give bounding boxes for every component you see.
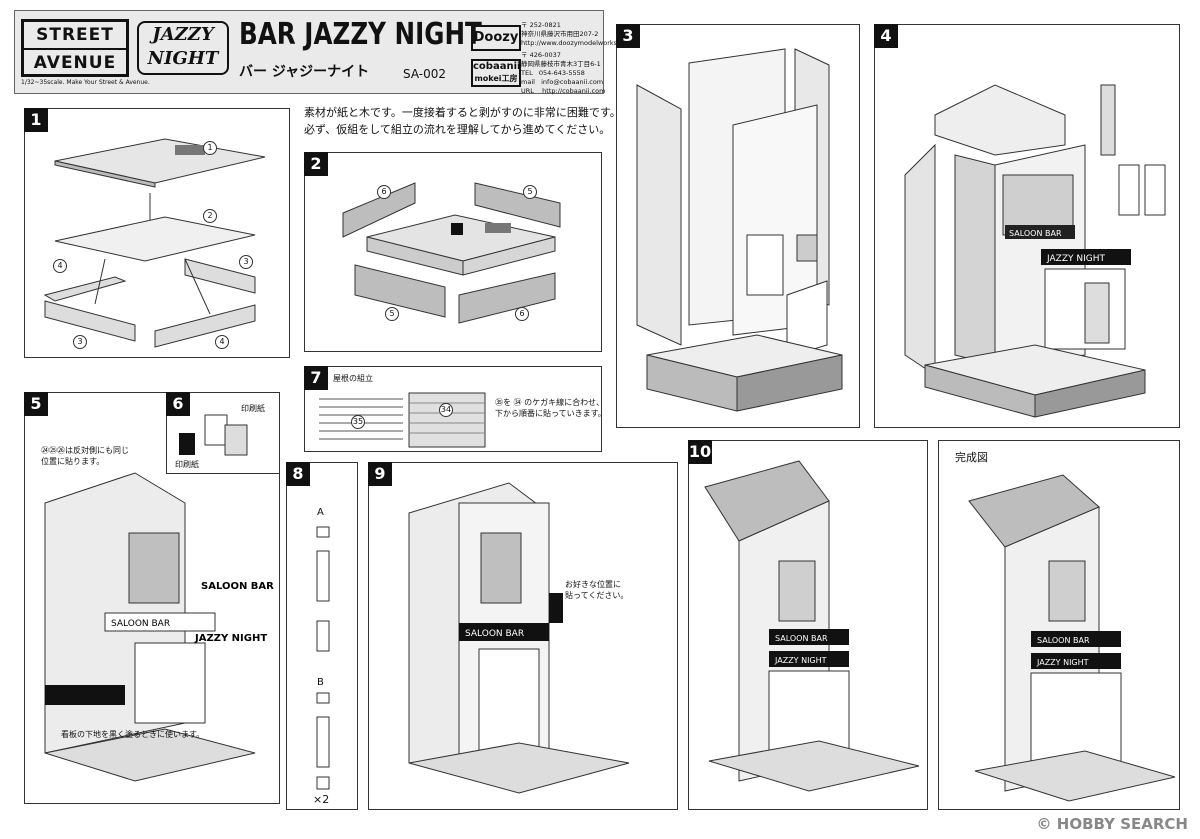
doozy-logo: Doozy [471,25,521,51]
step-6-label-top: 印刷紙 [241,404,265,413]
part-4-label: 4 [215,335,229,349]
step-5-diagram: SALOON BAR SALOON BAR JAZZY NIGHT [44,472,274,782]
part-4-label-left: 4 [53,259,67,273]
step-5-note: ㉔㉕㉖は反対側にも同じ 位置に貼ります。 [41,446,129,466]
complete-label: 完成図 [955,451,988,464]
series-line1: JAZZY [152,24,214,45]
step-10-saloon-sign: SALOON BAR [775,634,828,643]
step-3-diagram [636,48,843,412]
step-7-title: 屋根の組立 [333,374,373,383]
part-3-label-right: 3 [239,255,253,269]
step-6-panel: 6 印刷紙 印刷紙 [166,392,280,474]
product-title: BAR JAZZY NIGHT [239,17,482,52]
step-8-b: B [317,677,324,688]
step-8-number: 8 [286,462,310,486]
street-avenue-logo: STREET AVENUE [21,19,129,77]
step-10-jazzy-sign: JAZZY NIGHT [774,656,827,665]
cobaanii-logo: cobaanii mokei工房 [471,59,521,87]
step-5-saloon-sign: SALOON BAR [111,619,170,629]
product-code: SA-002 [403,67,447,81]
step-7-panel: 7 屋根の組立 35 34 ㉟を ㉞ のケガキ線に合わせ、 下から順番に貼ってい… [304,366,606,452]
part-3-label: 3 [73,335,87,349]
step-4-number: 4 [874,24,898,48]
part-6-label-top: 6 [377,185,391,199]
cobaanii-address: 〒 426-0037 静岡県藤枝市青木3丁目6-1 TEL 054-643-55… [521,51,606,95]
step-4-diagram: JAZZY NIGHT SALOON BAR [904,84,1166,418]
step-6-label-bottom: 印刷紙 [175,460,199,469]
copyright-mark: © [1036,815,1052,833]
step-1-panel: 1 1 2 4 3 3 4 [24,108,290,358]
step-1-number: 1 [24,108,48,132]
part-1-label: 1 [203,141,217,155]
step-4-panel: 4 JAZZY NIGHT SALOON BAR [874,24,1180,428]
brand-street: STREET [36,25,114,45]
step-2-diagram [342,182,561,324]
product-kana: バー ジャジーナイト [239,64,370,80]
step-7-number: 7 [304,366,328,390]
watermark-text: HOBBY SEARCH [1056,815,1188,833]
jazzy-night-logo: JAZZY NIGHT [137,21,229,75]
series-line2: NIGHT [147,48,219,69]
intro-note-line1: 素材が紙と木です。一度接着すると剥がすのに非常に困難です。 [304,106,621,119]
step-6-number: 6 [166,392,190,416]
watermark: © HOBBY SEARCH [1037,815,1188,833]
part-2-label: 2 [203,209,217,223]
step-9-saloon-sign: SALOON BAR [465,629,524,639]
step-1-diagram [43,138,266,348]
step-10-diagram: SALOON BAR JAZZY NIGHT [704,460,920,792]
complete-diagram: SALOON BAR JAZZY NIGHT [968,474,1176,802]
step-5-number: 5 [24,392,48,416]
part-35-label: 35 [351,415,365,429]
step-8-diagram [316,526,330,790]
intro-note-line2: 必ず、仮組をして組立の流れを理解してから進めてください。 [304,123,611,136]
brand-tagline: 1/32~35scale. Make Your Street & Avenue. [21,79,150,86]
complete-jazzy-sign: JAZZY NIGHT [1036,658,1089,667]
step-4-jazzy-sign: JAZZY NIGHT [1046,254,1105,264]
step-9-number: 9 [368,462,392,486]
step-9-panel: 9 SALOON BAR お好きな位置に 貼ってください。 [368,462,678,810]
step-10-number: 10 [688,440,712,464]
cobaanii-name: cobaanii [473,61,521,72]
step-5-jazzy-label: JAZZY NIGHT [194,633,267,644]
part-5-label-bottom: 5 [385,307,399,321]
part-5-label-top: 5 [523,185,537,199]
step-5-saloon-label: SALOON BAR [201,581,274,592]
step-8-panel: 8 A B ×2 [286,462,358,810]
intro-note: 素材が紙と木です。一度接着すると剥がすのに非常に困難です。 必ず、仮組をして組立… [304,104,621,138]
step-10-panel: 10 SALOON BAR JAZZY NIGHT [688,440,928,810]
step-7-note: ㉟を ㉞ のケガキ線に合わせ、 下から順番に貼っていきます。 [495,398,606,418]
part-34-label: 34 [439,403,453,417]
step-6-diagram [179,414,248,456]
step-3-number: 3 [616,24,640,48]
step-8-times: ×2 [313,793,330,806]
complete-panel: 完成図 SALOON BAR JAZZY NIGHT [938,440,1180,810]
step-2-panel: 2 6 5 5 6 [304,152,602,352]
step-2-number: 2 [304,152,328,176]
part-6-label-bottom: 6 [515,307,529,321]
doozy-address: 〒 252-0821 神奈川県藤沢市用田207-2 http://www.doo… [521,21,633,47]
step-5-bottom-note: 看板の下地を黒く塗るときに使います。 [61,730,205,739]
step-4-saloon-sign: SALOON BAR [1009,229,1062,238]
step-3-panel: 3 [616,24,860,428]
brand-avenue: AVENUE [24,48,126,76]
complete-saloon-sign: SALOON BAR [1037,636,1090,645]
step-9-note: お好きな位置に 貼ってください。 [565,580,629,600]
step-9-diagram: SALOON BAR [408,482,630,794]
step-8-a: A [317,507,324,518]
cobaanii-sub: mokei工房 [474,74,518,83]
step-7-diagram [319,392,486,448]
title-block: STREET AVENUE 1/32~35scale. Make Your St… [14,10,633,95]
